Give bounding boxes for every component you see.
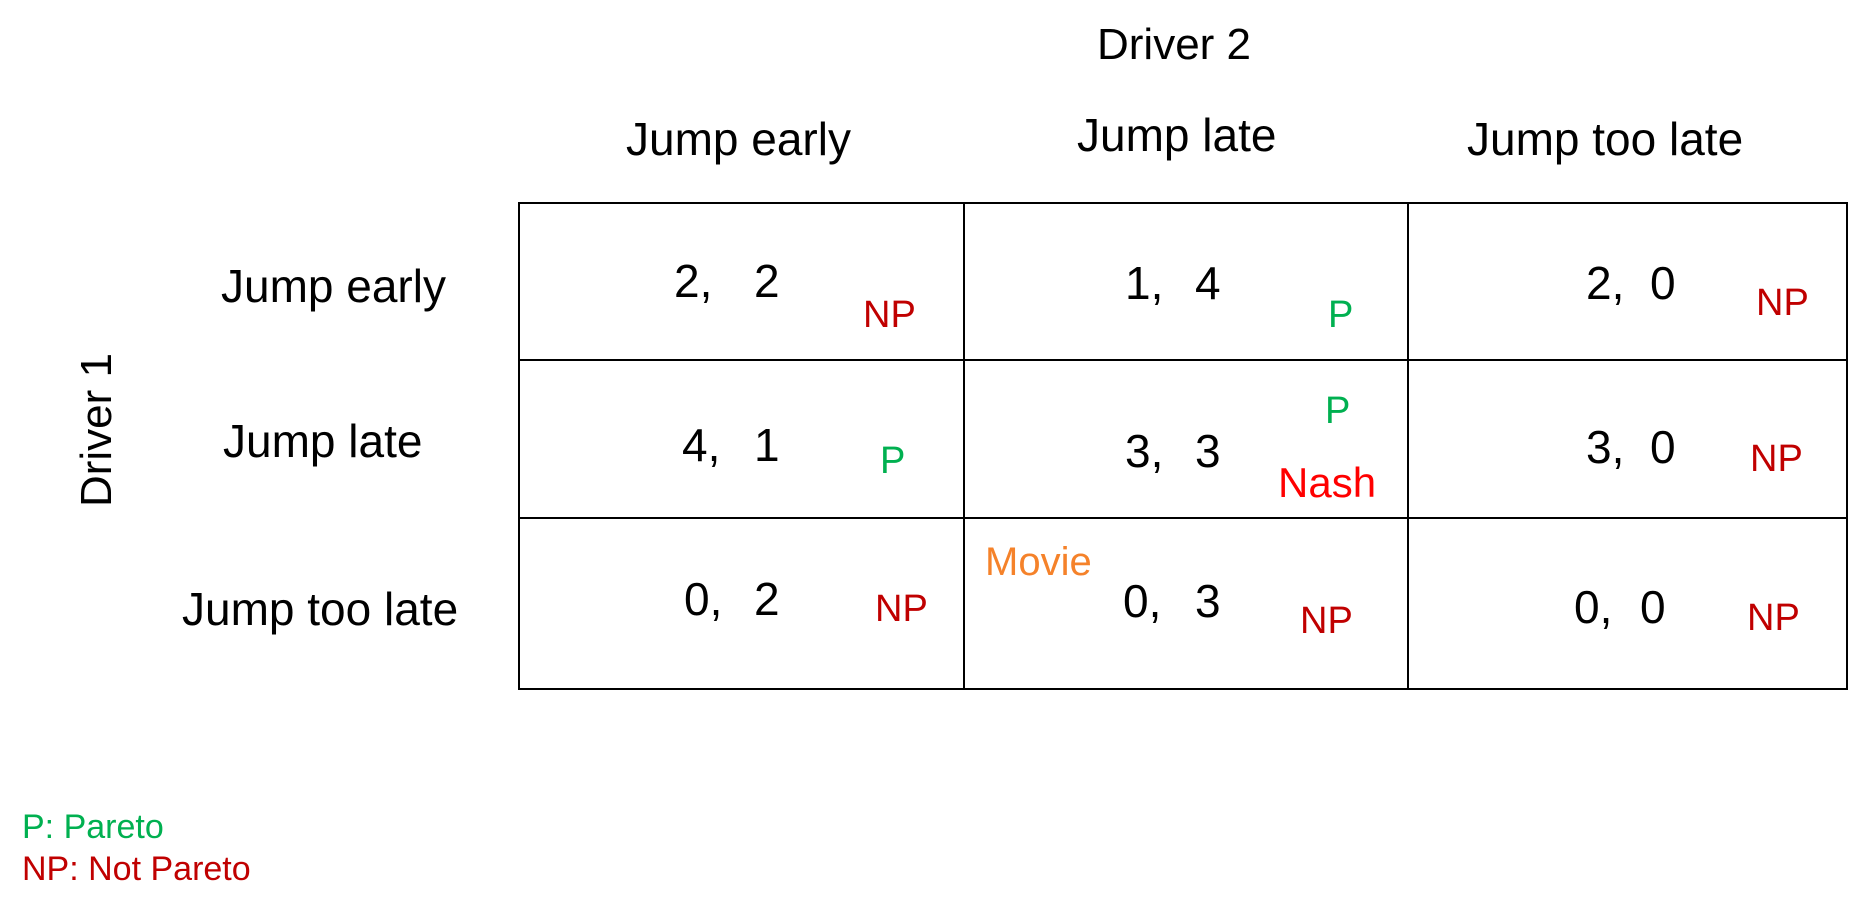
payoff-player2: 0	[1650, 421, 1676, 473]
not-pareto-tag: NP	[1750, 438, 1803, 480]
grid-divider-horizontal	[520, 359, 1846, 361]
payoff-player2: 0	[1650, 257, 1676, 309]
payoff-player1: 0,	[1574, 581, 1613, 633]
not-pareto-tag: NP	[1747, 597, 1800, 639]
payoff-player2: 4	[1195, 257, 1221, 309]
nash-equilibrium-tag: Nash	[1278, 459, 1377, 506]
payoff-player1: 2,	[674, 255, 713, 307]
movie-outcome-tag: Movie	[985, 540, 1092, 584]
payoff-player1: 3,	[1125, 425, 1164, 477]
row-header-jump-early: Jump early	[221, 260, 446, 312]
pareto-tag: P	[880, 440, 906, 482]
player2-label: Driver 2	[1097, 20, 1252, 69]
column-header-jump-early: Jump early	[626, 113, 851, 165]
payoff-player1: 0,	[1123, 575, 1162, 627]
pareto-tag: P	[1328, 294, 1354, 336]
payoff-player2: 1	[754, 419, 780, 471]
payoff-player2: 2	[754, 255, 780, 307]
not-pareto-tag: NP	[863, 294, 916, 336]
pareto-tag: P	[1325, 390, 1351, 432]
legend-not-pareto: NP: Not Pareto	[22, 850, 251, 888]
payoff-player2: 0	[1640, 581, 1666, 633]
payoff-player2: 2	[754, 573, 780, 625]
payoff-player1: 1,	[1125, 257, 1164, 309]
player1-label: Driver 1	[72, 352, 121, 508]
column-header-jump-too-late: Jump too late	[1467, 113, 1744, 165]
row-header-jump-late: Jump late	[223, 415, 423, 467]
matrix-grid	[518, 202, 1848, 690]
grid-divider-vertical	[1407, 204, 1409, 688]
payoff-player2: 3	[1195, 575, 1221, 627]
not-pareto-tag: NP	[1300, 600, 1353, 642]
payoff-player1: 4,	[682, 419, 721, 471]
row-header-jump-too-late: Jump too late	[182, 583, 459, 635]
grid-divider-vertical	[963, 204, 965, 688]
payoff-player2: 3	[1195, 425, 1221, 477]
payoff-player1: 3,	[1586, 421, 1625, 473]
column-header-jump-late: Jump late	[1077, 109, 1277, 161]
grid-divider-horizontal	[520, 517, 1846, 519]
not-pareto-tag: NP	[875, 588, 928, 630]
payoff-player1: 0,	[684, 573, 723, 625]
legend-pareto: P: Pareto	[22, 808, 164, 846]
payoff-player1: 2,	[1586, 257, 1625, 309]
not-pareto-tag: NP	[1756, 282, 1809, 324]
